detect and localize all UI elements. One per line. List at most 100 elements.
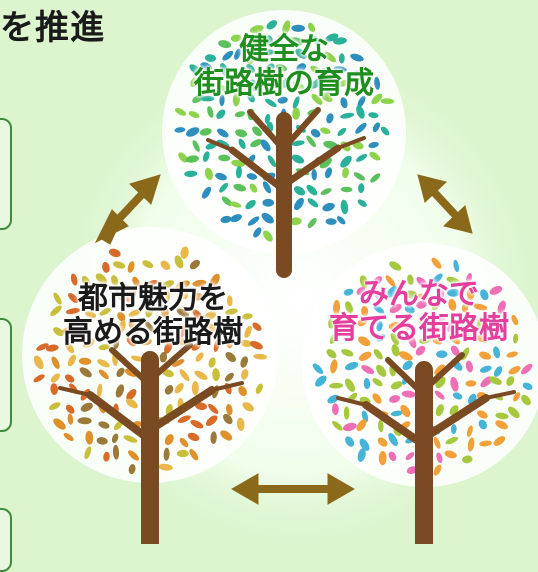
leaf xyxy=(176,449,189,458)
leaf xyxy=(307,22,316,33)
leaf xyxy=(388,451,397,462)
leaf xyxy=(191,381,199,396)
leaf xyxy=(511,314,519,326)
leaf xyxy=(117,312,126,322)
leaf xyxy=(189,259,200,270)
leaf xyxy=(70,273,78,286)
leaf xyxy=(112,261,126,269)
leaf xyxy=(238,138,246,149)
leaf xyxy=(450,345,460,356)
leaf xyxy=(78,357,92,365)
leaf xyxy=(176,280,190,290)
leaf xyxy=(478,419,487,430)
leaf xyxy=(255,383,263,394)
leaf xyxy=(248,53,258,65)
leaf xyxy=(219,182,228,193)
leaf xyxy=(466,287,475,300)
leaf xyxy=(178,287,189,300)
leaf xyxy=(189,449,199,461)
leaf xyxy=(368,141,379,149)
leaf xyxy=(222,50,234,61)
leaf xyxy=(450,424,457,435)
leaf xyxy=(128,464,136,475)
leaf xyxy=(67,413,74,425)
leaf xyxy=(126,337,137,347)
leaf xyxy=(358,336,371,347)
leaf xyxy=(221,196,233,206)
leaf xyxy=(260,139,271,152)
leaf xyxy=(353,172,366,181)
leaf xyxy=(357,82,366,92)
leaf xyxy=(361,305,369,317)
leaf xyxy=(176,308,190,318)
leaf xyxy=(249,25,264,34)
leaf xyxy=(77,417,92,425)
leaf xyxy=(98,325,108,337)
leaf xyxy=(445,436,459,445)
leaf xyxy=(295,48,307,59)
leaf xyxy=(326,80,332,96)
leaf xyxy=(417,293,429,300)
leaf xyxy=(262,181,272,194)
leaf xyxy=(315,375,327,387)
leaf xyxy=(277,35,284,50)
leaf xyxy=(96,437,108,445)
leaf xyxy=(402,360,413,371)
leaf xyxy=(356,154,368,162)
leaf xyxy=(142,260,154,269)
leaf xyxy=(230,34,242,42)
leaf xyxy=(160,304,169,319)
leaf xyxy=(507,406,520,419)
tree-left xyxy=(22,227,278,544)
page-heading: を推進 xyxy=(0,8,105,48)
leaf xyxy=(194,370,208,380)
leaf xyxy=(261,212,274,224)
leaf xyxy=(398,351,413,361)
leaf xyxy=(192,279,207,287)
leaf xyxy=(380,126,390,136)
leaf xyxy=(416,276,428,288)
leaf xyxy=(292,96,300,109)
leaf xyxy=(205,415,218,427)
leaf xyxy=(333,66,347,72)
leaf xyxy=(144,279,158,288)
leaf xyxy=(65,374,75,383)
leaf xyxy=(108,248,121,258)
leaf xyxy=(237,66,246,77)
leaf xyxy=(308,52,322,62)
leaf xyxy=(416,300,427,309)
leaf xyxy=(33,374,45,383)
leaf xyxy=(391,344,400,357)
leaf xyxy=(98,344,110,351)
leaf xyxy=(338,53,345,64)
leaf xyxy=(342,422,357,432)
leaf xyxy=(53,327,64,337)
leaf xyxy=(325,218,337,225)
leaf xyxy=(128,450,139,461)
leaf xyxy=(327,394,340,404)
leaf xyxy=(118,320,126,334)
leaf xyxy=(337,127,347,136)
leaf xyxy=(448,333,460,345)
leaf xyxy=(164,340,173,354)
leaf xyxy=(126,389,137,401)
leaf xyxy=(163,290,171,303)
leaf xyxy=(175,337,188,345)
leaf xyxy=(219,94,225,107)
leaf xyxy=(185,155,199,163)
leaf xyxy=(345,361,359,371)
leaf xyxy=(225,308,238,315)
leaf xyxy=(388,433,398,447)
leaf xyxy=(307,198,319,208)
leaf xyxy=(306,135,316,148)
leaf xyxy=(262,198,275,207)
leaf xyxy=(321,68,330,79)
leaf xyxy=(405,452,415,461)
leaf xyxy=(437,286,445,299)
leaf xyxy=(479,365,492,373)
leaf xyxy=(247,216,260,226)
leaf xyxy=(390,410,403,417)
leaf xyxy=(265,63,275,74)
leaf xyxy=(266,20,278,30)
tree-left-label-line2: 高める街路樹 xyxy=(63,314,243,350)
